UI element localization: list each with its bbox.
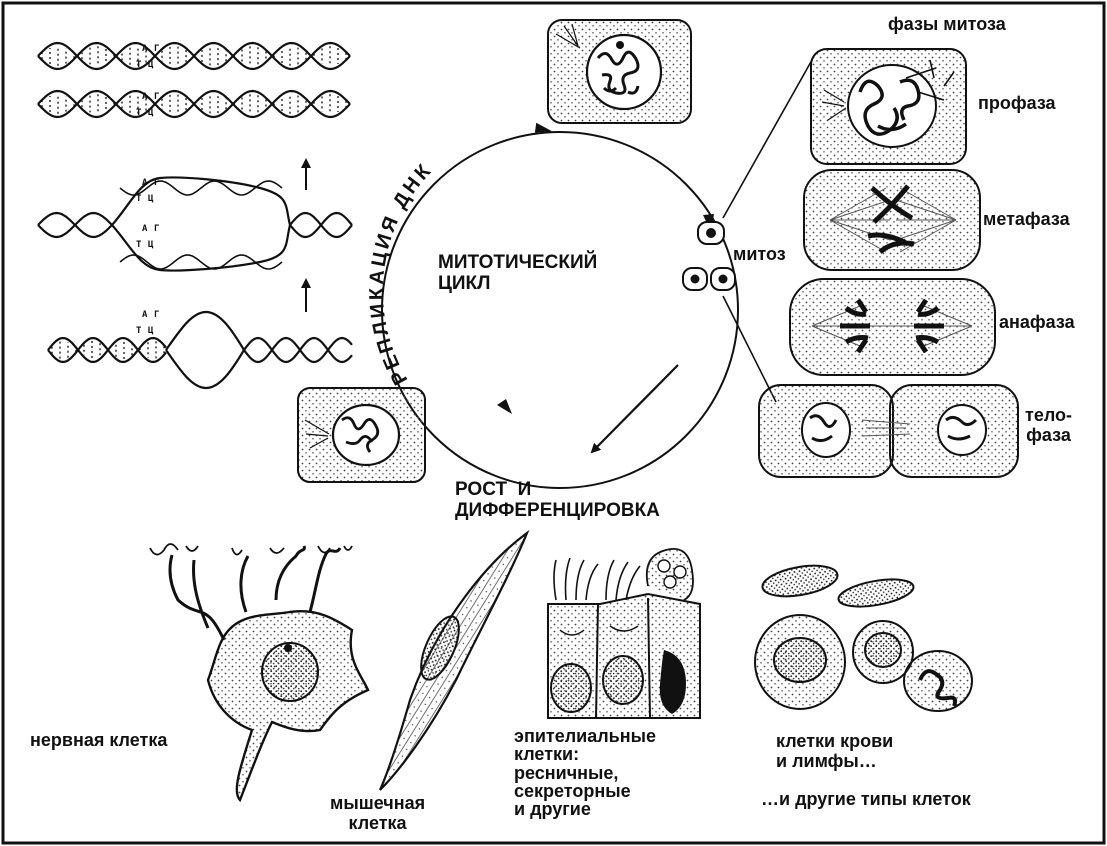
prophase-label: профаза (978, 93, 1056, 113)
nerve-cell-label: нервная клетка (30, 730, 167, 750)
dna-base-letter-4-3: Т (136, 240, 141, 250)
dna-base-letter-2-1: А (142, 92, 147, 102)
dna-base-letter-1-2: Г (154, 44, 159, 54)
mitosis-label: митоз (733, 244, 786, 264)
dna-base-letter-5-2: Г (154, 310, 159, 320)
mitotic-cycle-title: МИТОТИЧЕСКИЙ ЦИКЛ (438, 252, 597, 295)
dna-base-letter-2-4: Ц (148, 108, 153, 118)
muscle-cell-label: мышечная клетка (330, 793, 425, 833)
dna-base-letter-4-1: А (142, 224, 147, 234)
dna-base-letter-1-4: Ц (148, 60, 153, 70)
growth-differentiation-label: РОСТ И ДИФФЕРЕНЦИРОВКА (455, 479, 660, 522)
dna-base-letter-5-4: Ц (148, 326, 153, 336)
dna-base-letter-4-4: Ц (148, 240, 153, 250)
dna-base-letter-3-4: Ц (148, 194, 153, 204)
mitosis-phases-title: фазы митоза (888, 14, 1006, 34)
dna-base-letter-3-1: А (142, 178, 147, 188)
dna-base-letter-5-1: А (142, 310, 147, 320)
dna-base-letter-4-2: Г (154, 224, 159, 234)
anaphase-label: анафаза (999, 312, 1075, 332)
other-cell-types-label: …и другие типы клеток (761, 789, 971, 809)
dna-base-letter-5-3: Т (136, 326, 141, 336)
dna-base-letter-2-2: Г (154, 92, 159, 102)
telophase-label: тело- фаза (1025, 405, 1072, 445)
svg-text:РЕПЛИКАЦИЯ ДНК: РЕПЛИКАЦИЯ ДНК (366, 158, 437, 388)
dna-base-letter-2-3: Т (136, 108, 141, 118)
metaphase-label: метафаза (983, 209, 1070, 229)
replication-label: РЕПЛИКАЦИЯ ДНК (366, 158, 437, 388)
dna-base-letter-1-3: Т (136, 60, 141, 70)
dna-base-letter-1-1: А (142, 44, 147, 54)
dna-base-letter-3-2: Г (154, 178, 159, 188)
epithelial-cells-label: эпителиальные клетки: ресничные, секрето… (514, 727, 656, 819)
blood-cells-label: клетки крови и лимфы… (776, 731, 893, 771)
dna-base-letter-3-3: Т (136, 194, 141, 204)
